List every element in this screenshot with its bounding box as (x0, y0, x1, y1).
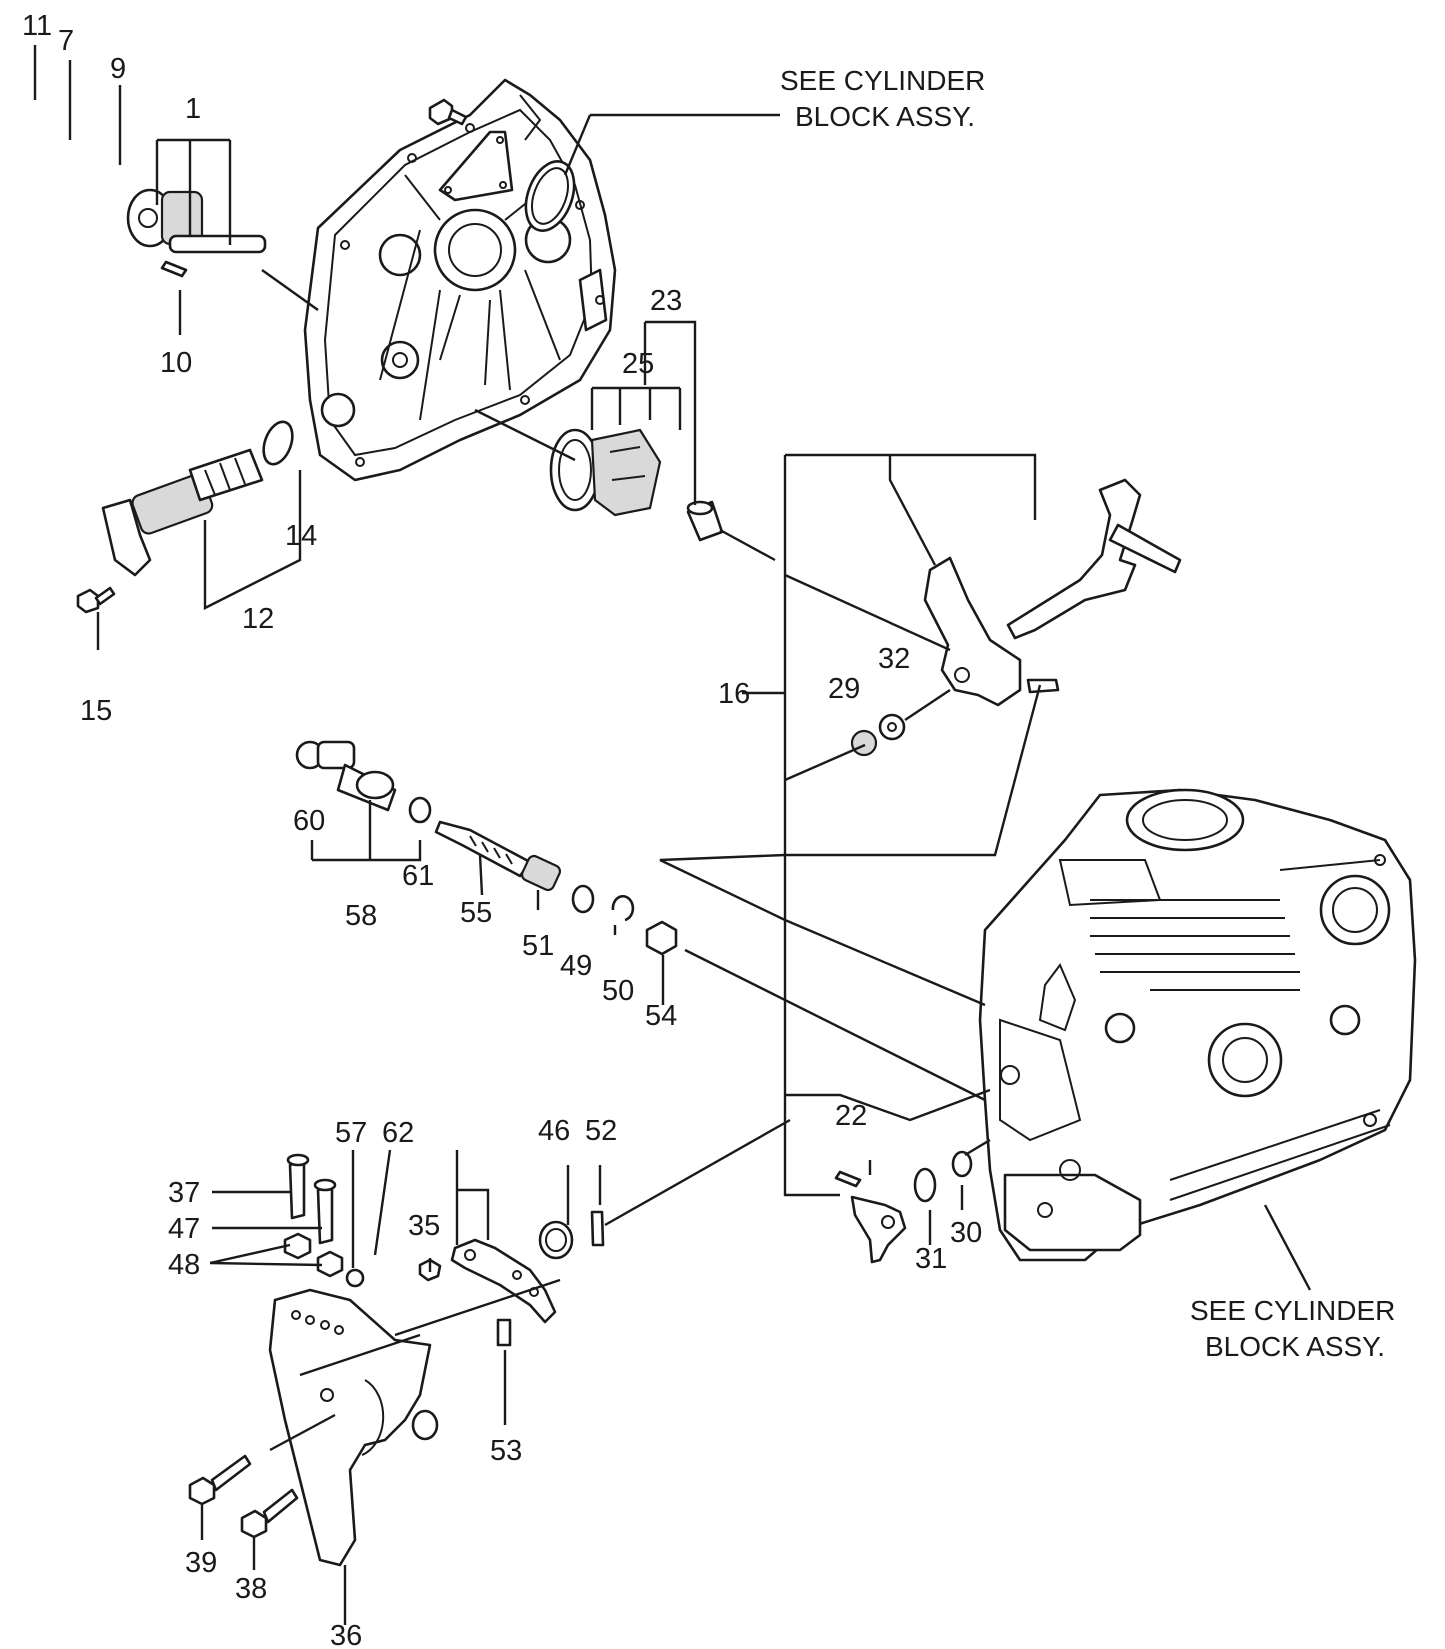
callout-32: 32 (878, 643, 910, 675)
note-top: SEE CYLINDER BLOCK ASSY. (780, 65, 985, 132)
callout-62: 62 (382, 1117, 414, 1149)
callout-57: 57 (335, 1117, 367, 1149)
callout-7: 7 (58, 25, 74, 57)
callout-29: 29 (828, 673, 860, 705)
callout-39: 39 (185, 1547, 217, 1579)
callout-14: 14 (285, 520, 317, 552)
callout-46: 46 (538, 1115, 570, 1147)
callout-37: 37 (168, 1177, 200, 1209)
callout-31: 31 (915, 1243, 947, 1275)
pin-icon (160, 260, 188, 278)
leader-lines (33, 45, 1312, 1625)
callout-38: 38 (235, 1573, 267, 1605)
lever-arm-icon (834, 1170, 907, 1264)
callout-12: 12 (242, 603, 274, 635)
governor-shaft-icon (1006, 478, 1182, 640)
spring-icon (496, 1210, 605, 1347)
speed-control-parts-icon (295, 740, 678, 956)
callout-30: 30 (950, 1217, 982, 1249)
callout-36: 36 (330, 1620, 362, 1649)
note-top-line1: SEE CYLINDER (780, 65, 985, 96)
callout-58: 58 (345, 900, 377, 932)
throttle-lever-icon (450, 1238, 557, 1324)
o-ring-icon (524, 160, 576, 232)
oil-pump-shaft-icon (686, 500, 724, 542)
callout-60: 60 (293, 805, 325, 837)
callout-48: 48 (168, 1249, 200, 1281)
note-top-line2: BLOCK ASSY. (795, 101, 975, 132)
bolts-group-icon (188, 1153, 442, 1539)
crankcase-cover-icon (303, 78, 617, 482)
screw-icon (428, 98, 468, 126)
callout-52: 52 (585, 1115, 617, 1147)
note-bottom-line1: SEE CYLINDER (1190, 1295, 1395, 1326)
callout-1: 1 (185, 93, 201, 125)
governor-lever-icon (923, 556, 1060, 707)
callout-61: 61 (402, 860, 434, 892)
callout-16: 16 (718, 678, 750, 710)
callout-15: 15 (80, 695, 112, 727)
callout-47: 47 (168, 1213, 200, 1245)
strainer-assembly-icon (101, 448, 264, 577)
callout-49: 49 (560, 950, 592, 982)
callout-50: 50 (602, 975, 634, 1007)
callout-23: 23 (650, 285, 682, 317)
callout-51: 51 (522, 930, 554, 962)
washer-icon (913, 1150, 973, 1203)
note-bottom-line2: BLOCK ASSY. (1205, 1331, 1385, 1362)
cylinder-block-icon (978, 788, 1417, 1262)
note-bottom: SEE CYLINDER BLOCK ASSY. (1190, 1295, 1395, 1362)
bolt-icon (76, 586, 116, 614)
gasket-ring-icon (262, 420, 294, 466)
cover-plate-icon (438, 130, 514, 202)
callout-54: 54 (645, 1000, 677, 1032)
collar-icon (850, 713, 906, 757)
callout-35: 35 (408, 1210, 440, 1242)
oil-pump-gear-icon (549, 428, 662, 517)
callout-25: 25 (622, 348, 654, 380)
control-bracket-icon (268, 1288, 439, 1567)
callout-53: 53 (490, 1435, 522, 1467)
callout-11: 11 (22, 10, 52, 42)
callout-10: 10 (160, 347, 192, 379)
callout-9: 9 (110, 53, 126, 85)
callout-55: 55 (460, 897, 492, 929)
callout-labels: 11 7 9 1 10 23 25 14 12 15 32 29 16 60 6… (22, 10, 982, 1649)
callout-22: 22 (835, 1100, 867, 1132)
governor-weight-icon (126, 188, 267, 254)
